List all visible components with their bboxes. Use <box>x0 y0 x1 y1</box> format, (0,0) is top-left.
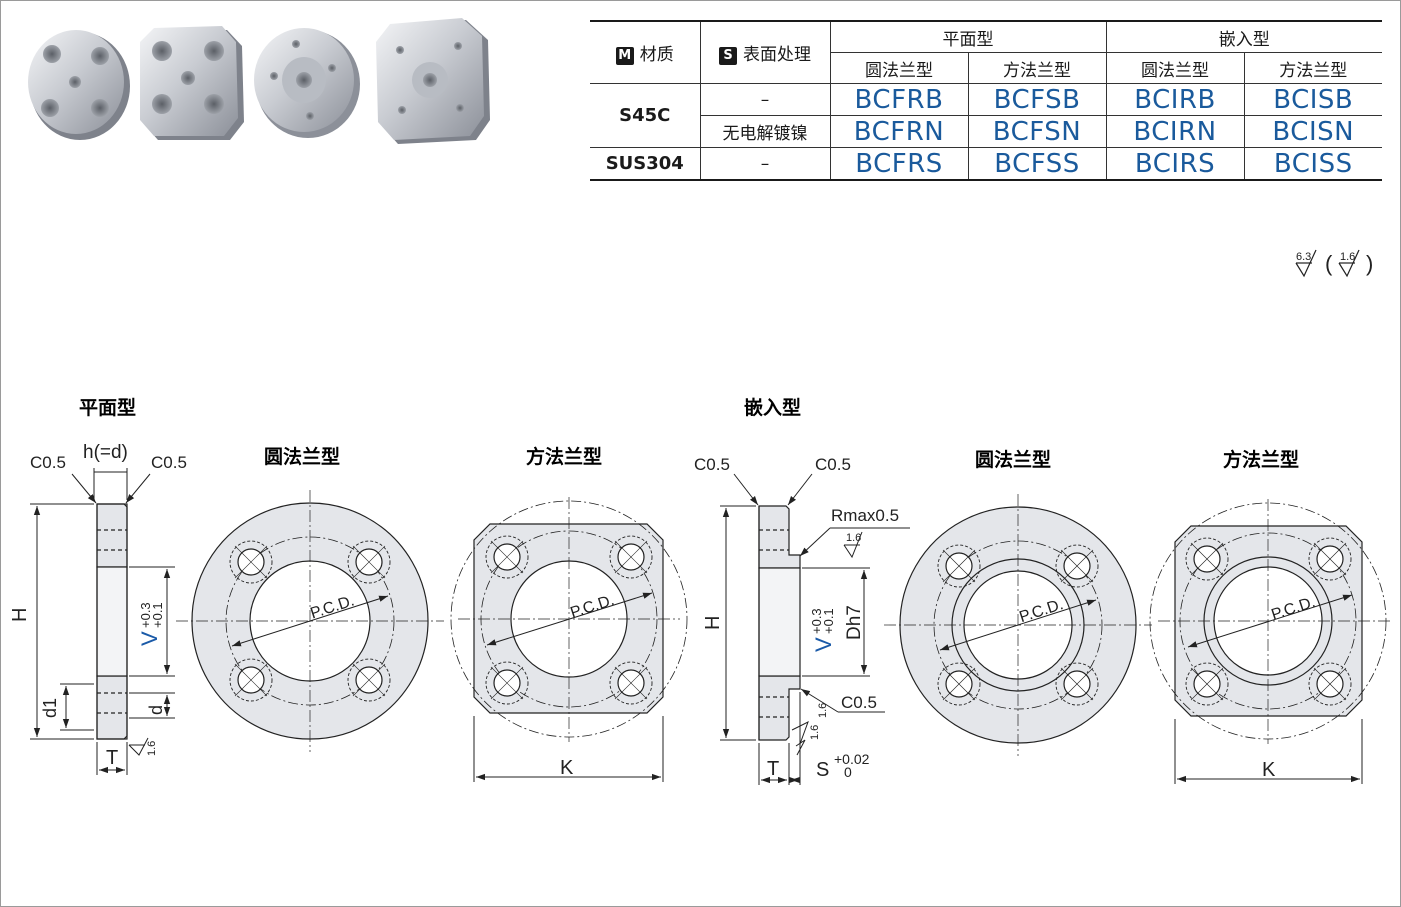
header-flat-square: 方法兰型 <box>967 52 1107 84</box>
insert-round-title: 圆法兰型 <box>975 448 1051 471</box>
insert-V-tol-lower: +0.1 <box>821 608 836 634</box>
material-cell: SUS304 <box>590 147 701 181</box>
flat-round-flange <box>176 490 444 752</box>
header-insert-round: 圆法兰型 <box>1105 52 1245 84</box>
roughness-paren-close: ) <box>1366 251 1373 276</box>
roughness-symbol: 6.3 ( 1.6 ) <box>1295 249 1373 278</box>
header-surface: S 表面处理 <box>699 20 831 84</box>
flat-square-pcd: P.C.D. <box>568 592 616 622</box>
header-group-insert: 嵌入型 <box>1105 20 1382 53</box>
insert-S-tol-lower: 0 <box>844 764 852 780</box>
insert-c05-lower: C0.5 <box>841 693 877 712</box>
code-cell: BCFRS <box>829 147 969 181</box>
flat-c05-right: C0.5 <box>151 453 187 472</box>
table-row: SUS304 – BCFRS BCFSS BCIRS BCISS <box>590 147 1382 181</box>
insert-dimensions <box>720 473 910 785</box>
insert-round-flange <box>884 494 1152 756</box>
insert-rough-face: 1.6 <box>809 725 821 740</box>
insert-square-K: K <box>1262 759 1276 781</box>
flat-h-label: h(=d) <box>83 442 128 463</box>
flat-c05-left: C0.5 <box>30 453 66 472</box>
header-material-label: 材质 <box>639 45 674 65</box>
photo-round-flat <box>28 30 130 140</box>
flat-square-title: 方法兰型 <box>526 445 602 468</box>
insert-S-label: S <box>816 759 829 781</box>
flat-dimensions <box>30 468 175 775</box>
code-cell: BCIRB <box>1105 83 1245 116</box>
flat-round-pcd: P.C.D. <box>308 592 356 622</box>
insert-square-title: 方法兰型 <box>1223 448 1299 471</box>
material-cell: S45C <box>590 83 701 148</box>
code-cell: BCISB <box>1243 83 1382 116</box>
product-photos <box>28 18 490 144</box>
surface-badge: S <box>719 47 737 65</box>
table-row: S45C – BCFRB BCFSB BCIRB BCISB <box>590 83 1382 148</box>
insert-rough-inner: 1.6 <box>817 703 829 718</box>
insert-round-pcd: P.C.D. <box>1017 596 1065 626</box>
insert-V-label: V <box>811 637 836 652</box>
material-badge: M <box>615 47 634 65</box>
photo-square-flat <box>140 26 244 140</box>
insert-V-tol-upper: +0.3 <box>809 608 824 634</box>
header-surface-label: 表面处理 <box>743 45 811 65</box>
flat-V-label: V <box>137 631 162 646</box>
flat-square-flange <box>450 497 688 782</box>
insert-c05-left: C0.5 <box>694 455 730 474</box>
code-cell: BCFSN <box>967 115 1107 148</box>
insert-H-label: H <box>702 616 724 630</box>
roughness-paren-value: 1.6 <box>1340 251 1355 263</box>
insert-S-tol-upper: +0.02 <box>834 751 870 767</box>
flat-d1-label: d1 <box>40 698 60 718</box>
flat-round-title: 圆法兰型 <box>264 445 340 468</box>
code-cell: BCIRN <box>1105 115 1245 148</box>
insert-square-flange <box>1149 499 1390 784</box>
flat-T-label: T <box>106 747 118 769</box>
spec-table: M 材质 S 表面处理 平面型 嵌入型 圆法兰型 方法兰型 圆法兰型 方法兰型 S4… <box>590 20 1382 181</box>
surface-cell: – <box>699 147 831 181</box>
flat-d-label: d <box>146 705 166 715</box>
header-insert-square: 方法兰型 <box>1243 52 1382 84</box>
flat-H-label: H <box>9 608 31 622</box>
flat-square-K: K <box>560 757 574 779</box>
photo-square-insert <box>376 18 490 144</box>
insert-square-pcd: P.C.D. <box>1269 594 1317 624</box>
code-cell: BCFRN <box>829 115 969 148</box>
flat-side-section <box>96 503 128 740</box>
header-group-flat: 平面型 <box>829 20 1107 53</box>
code-cell: BCFRB <box>829 83 969 116</box>
code-cell: BCISS <box>1243 147 1382 181</box>
code-cell: BCISN <box>1243 115 1382 148</box>
roughness-main: 6.3 <box>1296 251 1311 263</box>
roughness-paren-open: ( <box>1325 251 1333 276</box>
insert-rough-rmax: 1.6 <box>846 532 861 544</box>
header-material: M 材质 <box>590 20 701 84</box>
code-cell: BCFSS <box>967 147 1107 181</box>
code-cell: BCIRS <box>1105 147 1245 181</box>
header-flat-round: 圆法兰型 <box>830 52 969 84</box>
table-row: 无电解镀镍 BCFRN BCFSN BCIRN BCISN <box>590 115 1382 148</box>
insert-rmax-label: Rmax0.5 <box>831 506 899 525</box>
photo-round-insert <box>254 28 360 138</box>
flat-type-title: 平面型 <box>79 396 136 419</box>
flat-V-tol-lower: +0.1 <box>150 602 165 628</box>
surface-cell: – <box>699 83 831 116</box>
surface-cell: 无电解镀镍 <box>700 115 831 148</box>
insert-D-label: Dh7 <box>844 605 865 640</box>
insert-c05-right: C0.5 <box>815 455 851 474</box>
flat-rough-label: 1.6 <box>146 741 158 756</box>
insert-side-section <box>758 505 801 741</box>
flat-V-tol-upper: +0.3 <box>138 602 153 628</box>
insert-T-label: T <box>767 758 779 780</box>
insert-type-title: 嵌入型 <box>744 396 801 419</box>
